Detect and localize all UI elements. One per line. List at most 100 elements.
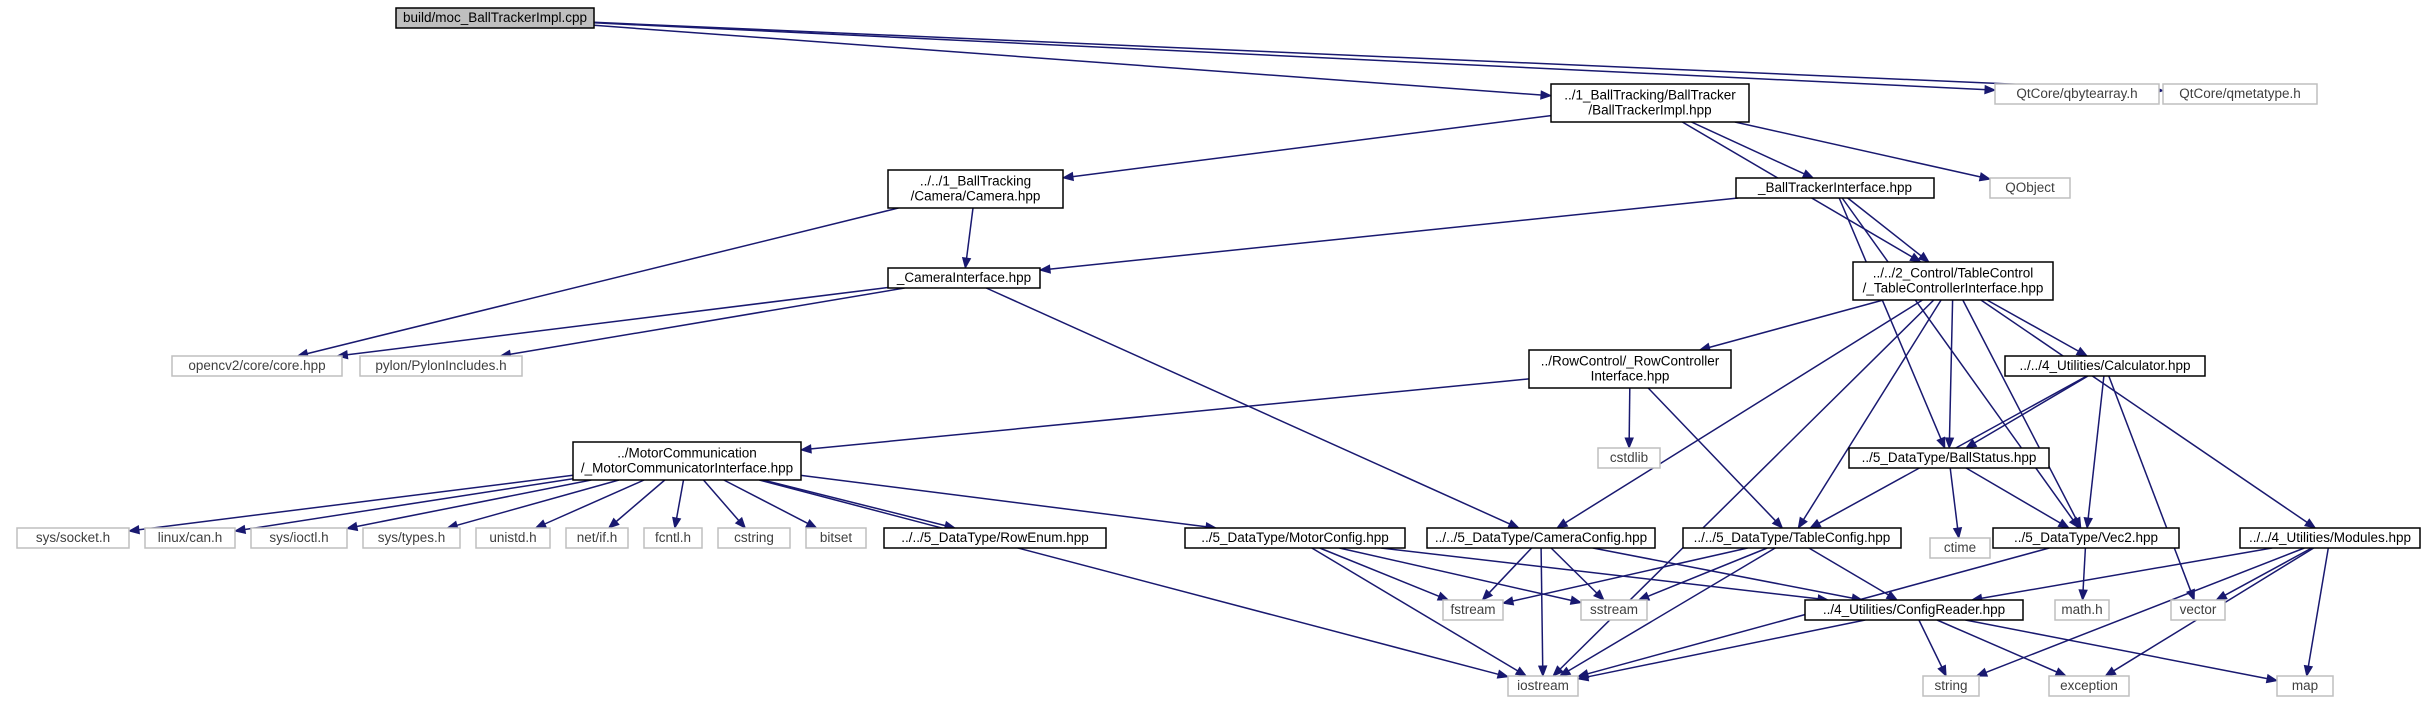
edge-arrowhead (2303, 664, 2314, 678)
node-label: QObject (2005, 180, 2055, 195)
edge-arrowhead (672, 516, 682, 530)
node-box (1994, 83, 2160, 105)
edge-arrowhead (345, 521, 359, 532)
edge-line (1647, 387, 1777, 522)
node-qbytearray: QtCore/qbytearray.h (1994, 83, 2160, 105)
edge-tci-to-tablecfg (1797, 299, 1942, 530)
node-bti[interactable]: _BallTrackerInterface.hpp (1735, 177, 1935, 199)
edge-line (1587, 619, 1866, 678)
edge-line (1802, 299, 1942, 520)
node-label: vector (2180, 602, 2217, 617)
edge-line (1647, 547, 1768, 597)
node-mci[interactable]: ../MotorCommunication/_MotorCommunicator… (572, 441, 802, 481)
edge-arrowhead (1978, 172, 1992, 182)
node-camera[interactable]: ../../1_BallTracking/Camera/Camera.hpp (887, 169, 1064, 209)
node-box (2048, 675, 2130, 697)
edge-mci-to-netif (607, 479, 666, 529)
node-calc[interactable]: ../../4_Utilities/Calculator.hpp (2004, 355, 2206, 377)
edge-arrowhead (2215, 590, 2228, 601)
node-cami[interactable]: _CameraInterface.hpp (887, 267, 1041, 289)
node-impl[interactable]: ../1_BallTracking/BallTracker/BallTracke… (1550, 83, 1750, 123)
node-modules[interactable]: ../../4_Utilities/Modules.hpp (2239, 527, 2421, 549)
node-box (1848, 447, 2050, 469)
edge-line (1949, 467, 1959, 529)
node-socket: sys/socket.h (16, 527, 130, 549)
node-rowci[interactable]: ../RowControl/_RowControllerInterface.hp… (1528, 349, 1732, 389)
node-map: map (2276, 675, 2334, 697)
edge-arrowhead (1555, 518, 1569, 529)
node-box (475, 527, 551, 549)
node-box (1992, 527, 2180, 549)
node-box (2170, 599, 2226, 621)
edge-arrowhead (1038, 264, 1051, 274)
edge-camera-to-opencv (296, 207, 899, 359)
edge-tci-to-calc (1986, 299, 2089, 357)
edge-line (1691, 121, 1805, 175)
node-label: ../5_DataType/MotorConfig.hpp (1201, 530, 1389, 545)
edge-calc-to-ballstatus (1964, 375, 2089, 449)
node-iostream: iostream (1507, 675, 1579, 697)
node-label: ../../2_Control/TableControl (1873, 266, 2034, 281)
edge-line (675, 479, 685, 519)
node-label: ../5_DataType/BallStatus.hpp (1862, 450, 2037, 465)
edge-line (2307, 547, 2330, 667)
node-box (250, 527, 348, 549)
node-cfgreader[interactable]: ../4_Utilities/ConfigReader.hpp (1804, 599, 2024, 621)
edge-line (1628, 387, 1631, 439)
edge-line (1985, 547, 2305, 674)
edge-line (1808, 547, 1889, 596)
node-cstring: cstring (717, 527, 791, 549)
edge-arrowhead (2071, 516, 2082, 530)
edge-arrowhead (1537, 665, 1548, 678)
node-label: QtCore/qbytearray.h (2016, 86, 2137, 101)
node-vec2[interactable]: ../5_DataType/Vec2.hpp (1992, 527, 2180, 549)
node-label: ctime (1944, 540, 1976, 555)
edge-line (1974, 375, 2089, 444)
node-label: sys/ioctl.h (269, 530, 328, 545)
node-camcfg[interactable]: ../../5_DataType/CameraConfig.hpp (1426, 527, 1656, 549)
edge-line (1339, 547, 1572, 602)
edge-mci-to-bitset (723, 479, 818, 529)
edge-line (1709, 299, 1884, 349)
edge-line (138, 474, 574, 531)
node-label: sstream (1590, 602, 1638, 617)
node-rowenum[interactable]: ../../5_DataType/RowEnum.hpp (883, 527, 1107, 549)
edge-line (593, 24, 1542, 96)
edge-arrowhead (2075, 346, 2089, 357)
edge-camcfg-to-fstream (1481, 547, 1533, 601)
edge-mci-to-motorcfg (800, 474, 1218, 532)
node-label: ../../4_Utilities/Modules.hpp (2249, 530, 2411, 545)
edge-line (1319, 547, 1440, 597)
edge-arrowhead (1558, 666, 1572, 677)
edge-arrowhead (1514, 666, 1528, 677)
edge-arrowhead (1809, 518, 1822, 529)
node-box (1922, 675, 1980, 697)
node-box (1804, 599, 2024, 621)
edge-line (1965, 467, 2061, 524)
edge-bti-to-tci (1847, 197, 1930, 263)
edge-line (810, 378, 1530, 450)
node-tci[interactable]: ../../2_Control/TableControl/_TableContr… (1852, 261, 2054, 301)
edge-arrowhead (1885, 590, 1899, 601)
node-box (805, 527, 867, 549)
edge-line (544, 479, 645, 525)
node-box (1682, 527, 1902, 549)
edge-tci-to-vec2 (1962, 299, 2082, 530)
node-root[interactable]: build/moc_BallTrackerImpl.cpp (395, 7, 595, 29)
node-string: string (1922, 675, 1980, 697)
node-label: iostream (1517, 678, 1569, 693)
edge-arrowhead (1569, 595, 1583, 605)
edge-arrowhead (1061, 171, 1074, 182)
node-box (1989, 177, 2071, 199)
edge-line (1948, 299, 1954, 439)
edge-arrowhead (2303, 518, 2317, 529)
edge-arrowhead (1624, 437, 1634, 450)
node-sstream: sstream (1580, 599, 1648, 621)
edge-mci-to-ioctl (345, 479, 592, 532)
edge-arrowhead (1771, 517, 1784, 529)
node-box (1528, 349, 1732, 389)
node-motorcfg[interactable]: ../5_DataType/MotorConfig.hpp (1184, 527, 1406, 549)
node-ballstatus[interactable]: ../5_DataType/BallStatus.hpp (1848, 447, 2050, 469)
node-tablecfg[interactable]: ../../5_DataType/TableConfig.hpp (1682, 527, 1902, 549)
node-fstream: fstream (1442, 599, 1504, 621)
